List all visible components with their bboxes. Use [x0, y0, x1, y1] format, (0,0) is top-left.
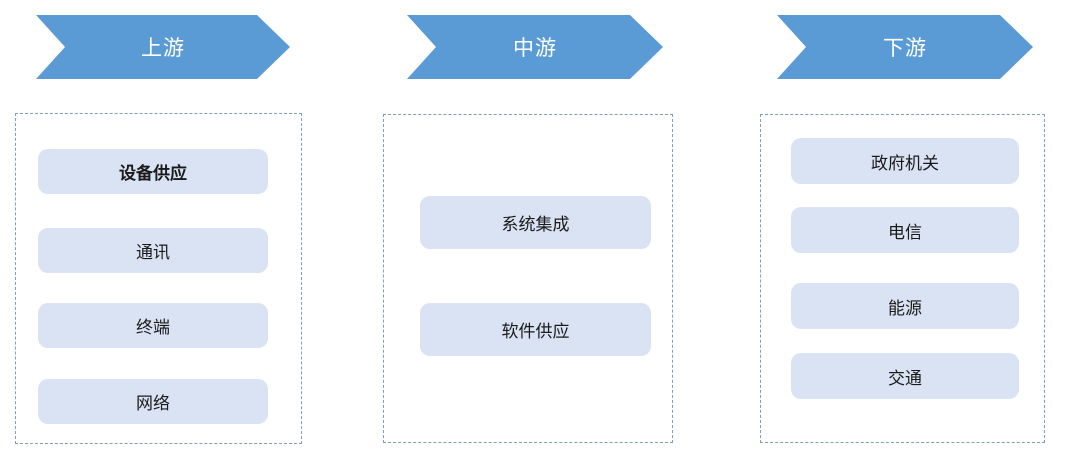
item-label: 通讯 [136, 243, 170, 262]
upstream-panel: 设备供应 通讯 终端 网络 [15, 113, 302, 444]
item-label: 网络 [136, 394, 170, 413]
upstream-item-network: 网络 [38, 379, 268, 424]
upstream-header-label: 上游 [141, 37, 185, 60]
downstream-header-arrow: 下游 [777, 15, 1033, 79]
item-label: 电信 [888, 222, 922, 242]
midstream-header-arrow: 中游 [407, 15, 663, 79]
upstream-item-communications: 通讯 [38, 228, 268, 273]
downstream-item-government: 政府机关 [791, 138, 1019, 184]
item-label: 系统集成 [501, 215, 570, 234]
upstream-item-equipment-supply: 设备供应 [38, 149, 268, 194]
upstream-header-arrow: 上游 [36, 15, 290, 79]
item-label: 政府机关 [871, 153, 939, 173]
downstream-item-telecom: 电信 [791, 207, 1019, 253]
upstream-item-terminals: 终端 [38, 303, 268, 348]
midstream-panel: 系统集成 软件供应 [383, 114, 673, 443]
downstream-item-transportation: 交通 [791, 353, 1019, 399]
item-label: 设备供应 [119, 164, 187, 183]
midstream-item-system-integration: 系统集成 [420, 196, 651, 249]
item-label: 终端 [136, 318, 170, 337]
item-label: 能源 [888, 298, 922, 318]
downstream-item-energy: 能源 [791, 283, 1019, 329]
item-label: 软件供应 [501, 322, 570, 341]
midstream-header-label: 中游 [513, 37, 557, 60]
midstream-item-software-supply: 软件供应 [420, 303, 651, 356]
downstream-panel: 政府机关 电信 能源 交通 [760, 114, 1045, 443]
item-label: 交通 [888, 368, 922, 388]
downstream-header-label: 下游 [883, 37, 927, 60]
